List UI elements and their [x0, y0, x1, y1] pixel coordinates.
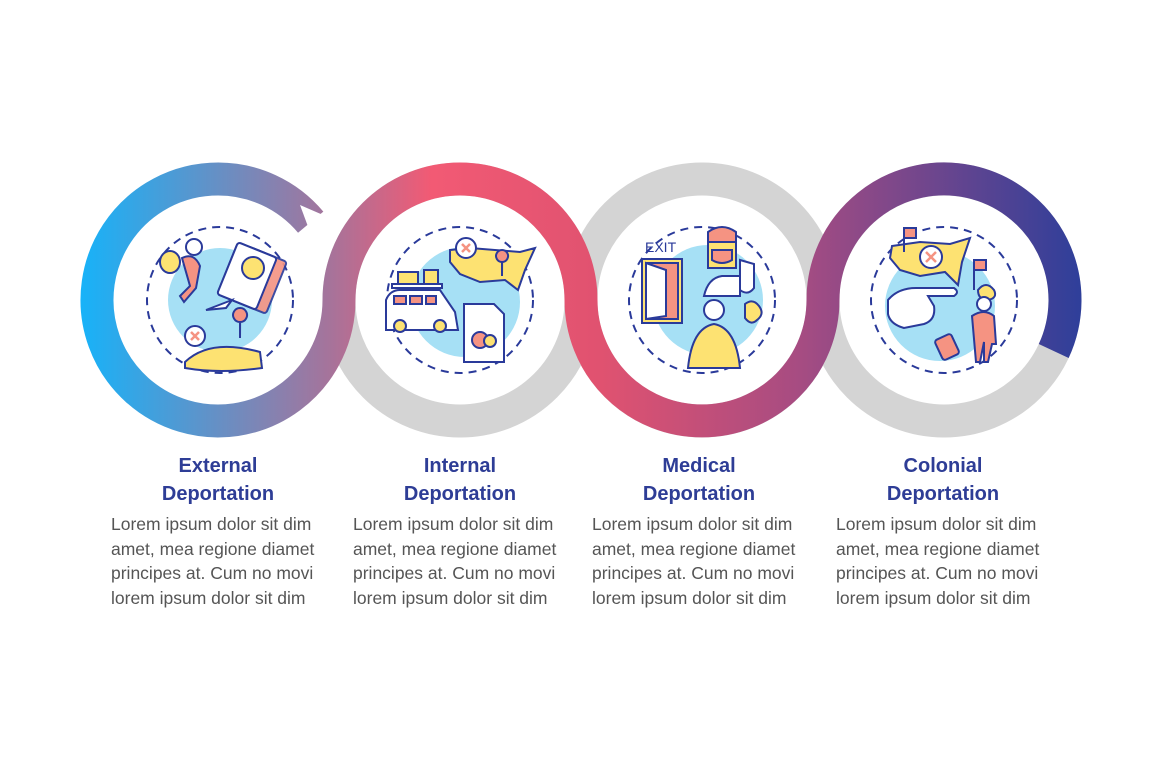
step-description: Lorem ipsum dolor sit dim amet, mea regio… — [592, 512, 814, 610]
body-line: Lorem ipsum dolor sit dim — [111, 514, 312, 534]
exit-sign-text: EXIT — [645, 239, 677, 255]
title-line-1: Colonial — [903, 455, 983, 477]
gradient-ribbon — [80, 162, 1082, 438]
title-line-1: Internal — [423, 455, 497, 477]
body-line: lorem ipsum dolor sit dim — [836, 587, 1031, 608]
body-line: lorem ipsum dolor sit dim — [111, 587, 306, 608]
step-description: Lorem ipsum dolor sit dim amet, mea regio… — [111, 512, 333, 610]
deportee-passport-globe-icon — [146, 226, 294, 374]
body-line: principes at. Cum no movi — [592, 563, 795, 583]
title-line-2: Deportation — [886, 483, 1000, 505]
title-line-2: Deportation — [403, 483, 517, 505]
body-line: lorem ipsum dolor sit dim — [353, 587, 548, 608]
body-line: amet, mea regione diamet — [836, 538, 1040, 559]
body-line: amet, mea regione diamet — [111, 538, 315, 559]
step-description: Lorem ipsum dolor sit dim amet, mea regio… — [353, 512, 575, 610]
ribbon-tail-notch — [300, 205, 330, 232]
body-line: Lorem ipsum dolor sit dim — [592, 514, 793, 534]
body-line: principes at. Cum no movi — [111, 563, 314, 583]
van-map-document-icon — [385, 226, 537, 374]
body-line: Lorem ipsum dolor sit dim — [836, 514, 1037, 534]
title-line-2: Deportation — [642, 483, 756, 505]
title-line-1: Medical — [662, 455, 736, 477]
map-flags-pointing-hand-traveler-icon — [870, 226, 1018, 374]
body-line: amet, mea regione diamet — [592, 538, 796, 559]
title-line-2: Deportation — [161, 483, 275, 505]
step-description: Lorem ipsum dolor sit dim amet, mea regio… — [836, 512, 1058, 610]
body-line: amet, mea regione diamet — [353, 538, 557, 559]
body-line: principes at. Cum no movi — [353, 563, 556, 583]
exit-doctor-sick-person-icon: EXIT — [628, 226, 776, 374]
body-line: Lorem ipsum dolor sit dim — [353, 514, 554, 534]
body-line: lorem ipsum dolor sit dim — [592, 587, 787, 608]
title-line-1: External — [178, 455, 258, 477]
body-line: principes at. Cum no movi — [836, 563, 1039, 583]
